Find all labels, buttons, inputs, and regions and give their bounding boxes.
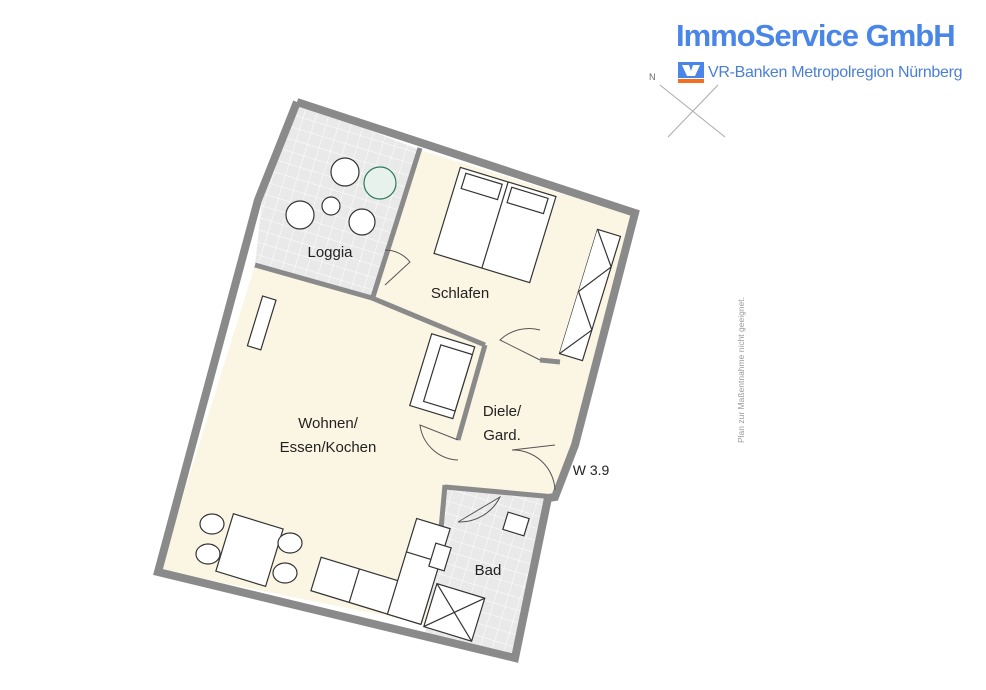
room-label-line: Gard. [483,427,521,444]
kitchen [310,517,451,626]
north-label: N [649,72,656,82]
shower [423,582,486,642]
room-label-loggia: Loggia [307,244,353,261]
loggia-chair [330,157,360,187]
room-label-schlafen: Schlafen [430,285,490,302]
chair [199,513,225,535]
room-label-line: Wohnen/ [298,415,358,432]
floor-diele [445,345,575,497]
tv-unit [246,295,277,351]
brand-subtitle: VR-Banken Metropolregion Nürnberg [708,64,963,81]
sofa [409,333,476,420]
room-label-line: Diele/ [482,403,522,420]
sink [502,511,530,537]
loggia-chair [285,200,315,230]
doors [384,249,556,523]
toilet [428,542,452,572]
plant [363,166,397,200]
compass-icon [659,84,726,138]
loggia-table [321,196,341,216]
room-label-bad: Bad [474,562,502,579]
room-label-line: Essen/Kochen [279,439,377,456]
bed [433,166,557,284]
disclaimer: Plan zur Maßentnahme nicht geeignet. [736,296,746,444]
brand-title: ImmoService GmbH [676,18,956,53]
inner-walls [254,147,561,541]
chair [195,543,221,565]
dining-table [215,513,284,588]
wardrobe [558,228,622,362]
unit-label: W 3.9 [572,462,610,478]
chair [277,532,303,554]
furniture [195,157,622,642]
room-label-diele: Diele/Gard. [483,400,521,448]
chair [272,562,298,584]
vr-bank-logo [678,62,704,83]
room-label-wohnen: Wohnen/Essen/Kochen [280,412,377,460]
loggia-chair [348,208,376,236]
floor-bedroom [372,150,630,445]
